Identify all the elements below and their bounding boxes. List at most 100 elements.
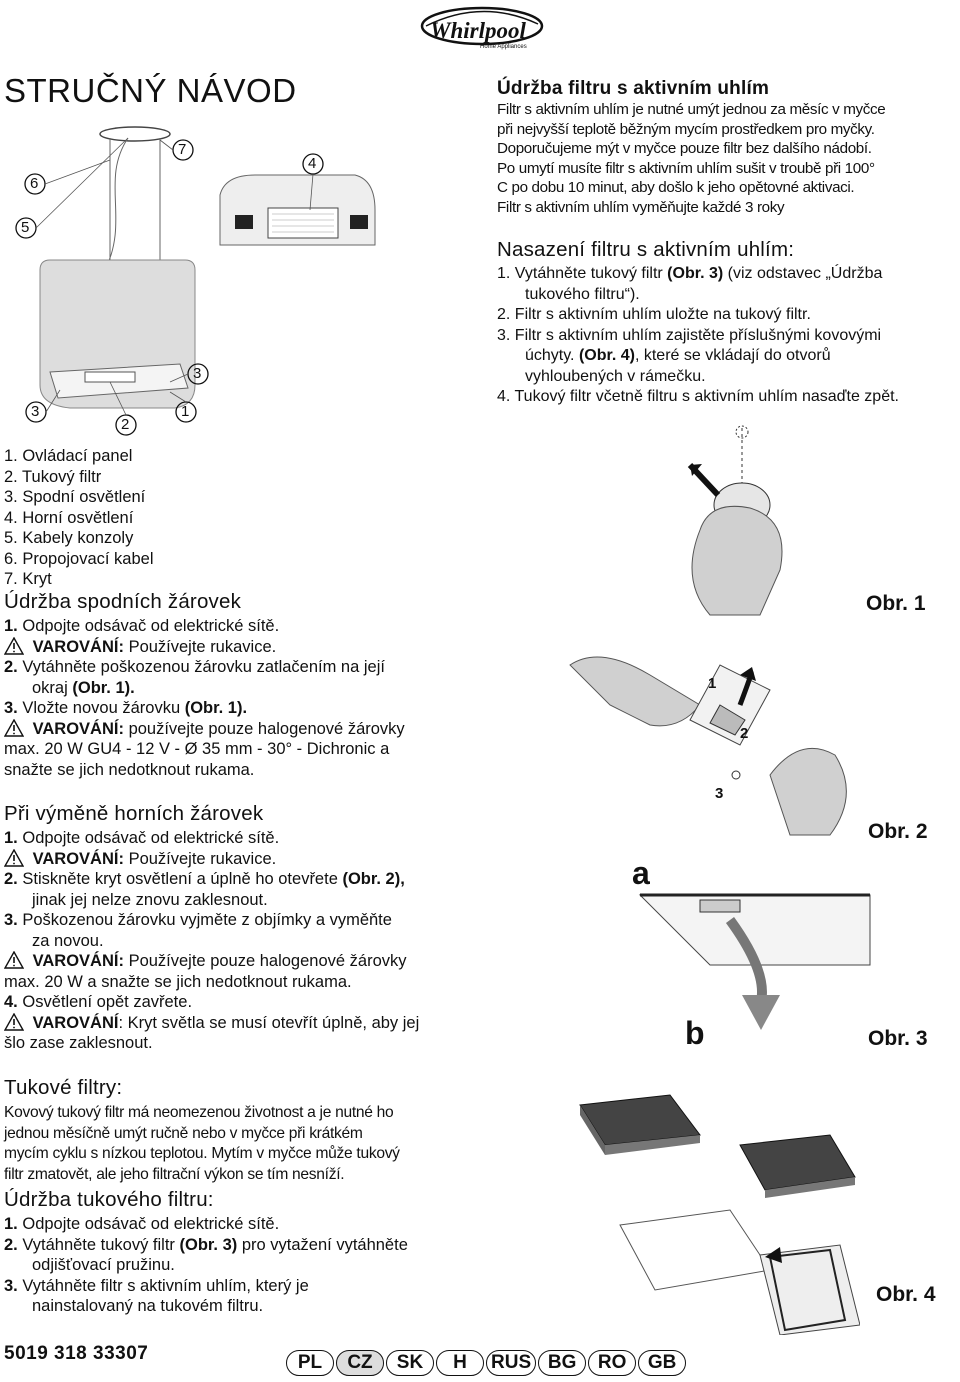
paragraph-line: Po umytí musíte filtr s aktivním uhlím s…: [497, 159, 875, 177]
paragraph-line: mycím cyklu s nízkou teplotou. Mytím v m…: [4, 1145, 400, 1162]
list-item: 5. Kabely konzoly: [4, 529, 134, 547]
parts-list: 1. Ovládací panel 2. Tukový filtr 3. Spo…: [4, 446, 154, 590]
step-text: Vytáhněte tukový filtr: [514, 265, 663, 282]
hood-illustration: [15, 126, 376, 436]
step-text: Stiskněte kryt osvětlení a úplně ho otev…: [22, 870, 338, 888]
language-badge-rus: RUS: [486, 1350, 537, 1376]
light-cover-illustration: [569, 656, 847, 836]
callout-4: 4: [308, 155, 317, 172]
warning-text: snažte se jich nedotknout rukama.: [4, 760, 255, 779]
figure-label: Obr. 2: [868, 820, 928, 843]
callout-2: 2: [121, 416, 130, 433]
language-badge-cz: CZ: [336, 1350, 384, 1376]
list-item: 2. Tukový filtr: [4, 467, 102, 486]
step-text: Vytáhněte tukový filtr: [22, 1235, 175, 1254]
section-heading: Při výměně horních žárovek: [4, 802, 264, 825]
warning-text: používejte pouze halogenové žárovky: [128, 719, 405, 738]
step-text: (viz odstavec „Údržba: [727, 265, 883, 282]
warning-text: Používejte rukavice.: [128, 637, 277, 656]
step-text: Osvětlení opět zavřete.: [22, 993, 193, 1011]
figure-1: [650, 420, 830, 620]
language-badge-pl: PL: [286, 1350, 334, 1376]
step-text: Filtr s aktivním uhlím uložte na tukový …: [514, 306, 811, 323]
document-code: 5019 318 33307: [4, 1343, 149, 1364]
figure-4: [560, 1085, 861, 1336]
whirlpool-swirl-icon: [420, 6, 544, 46]
step-text: Vytáhněte filtr s aktivním uhlím, který …: [22, 1276, 309, 1295]
list-item: 6. Propojovací kabel: [4, 549, 154, 568]
step-text: úchyty.: [525, 347, 575, 364]
paragraph-line: při nejvyšší teplotě běžným mycím prostř…: [497, 120, 875, 138]
figure-ref: (Obr. 3): [179, 1235, 238, 1254]
figure-ref: (Obr. 1).: [72, 678, 135, 697]
figure-ref: (Obr. 4): [578, 347, 635, 364]
step-text: odjišťovací pružinu.: [32, 1256, 175, 1274]
callout-3-left: 3: [31, 403, 40, 420]
language-badge-h: H: [436, 1350, 484, 1376]
figure-ref: (Obr. 2),: [342, 870, 405, 888]
warning-text: : Kryt světla se musí otevřít úplně, aby…: [118, 1013, 420, 1032]
warning-text: Používejte rukavice.: [128, 849, 277, 868]
list-item: 3. Spodní osvětlení: [4, 488, 146, 506]
section-grease-filters: Tukové filtry: Kovový tukový filtr má ne…: [4, 1076, 474, 1185]
figure-2: 1 2 3: [560, 645, 860, 845]
figure-3: a b: [620, 855, 880, 1055]
step-text: okraj: [32, 678, 68, 697]
callout-5: 5: [21, 219, 30, 236]
warning-text: Používejte pouze halogenové žárovky: [128, 952, 407, 970]
callout-6: 6: [30, 175, 39, 192]
warning-label: VAROVÁNÍ:: [32, 637, 124, 656]
language-badge-ro: RO: [588, 1350, 637, 1376]
step-text: Odpojte odsávač od elektrické sítě.: [22, 617, 280, 635]
step-text: nainstalovaný na tukovém filtru.: [32, 1297, 264, 1315]
warning-label: VAROVÁNÍ: [32, 1013, 119, 1032]
step-text: Tukový filtr včetně filtru s aktivním uh…: [514, 388, 900, 405]
warning-label: VAROVÁNÍ:: [32, 849, 124, 868]
fig3-label-b: b: [685, 1015, 705, 1051]
callout-3-right: 3: [193, 365, 202, 382]
step-text: tukového filtru“).: [525, 285, 640, 303]
brand-logo: Whirlpool Home Appliances: [418, 4, 546, 60]
figure-label: Obr. 3: [868, 1027, 928, 1050]
section-grease-maintenance: Údržba tukového filtru: 1. Odpojte odsáv…: [4, 1188, 474, 1317]
step-text: pro vytažení vytáhněte: [241, 1235, 408, 1254]
figure-label: Obr. 1: [866, 592, 926, 615]
list-item: 1. Ovládací panel: [4, 447, 133, 465]
list-item: 4. Horní osvětlení: [4, 508, 134, 527]
section-heading: Údržba spodních žárovek: [4, 590, 242, 613]
brand-tagline: Home Appliances: [480, 44, 527, 50]
section-heading: Nasazení filtru s aktivním uhlím:: [497, 238, 795, 261]
warning-label: VAROVÁNÍ:: [32, 952, 124, 970]
paragraph-line: filtr zmatovět, ale jeho filtrační výkon…: [4, 1165, 345, 1183]
paragraph-line: Filtr s aktivním uhlím je nutné umýt jed…: [497, 101, 886, 118]
step-text: Vytáhněte poškozenou žárovku zatlačením …: [22, 658, 385, 676]
language-badge-sk: SK: [386, 1350, 434, 1376]
language-badge-gb: GB: [638, 1350, 687, 1376]
paragraph-line: Filtr s aktivním uhlím vyměňujte každé 3…: [497, 198, 785, 216]
hood-diagram: 6 5 7 4 3 3 2 1: [10, 120, 390, 440]
section-heading: Tukové filtry:: [4, 1076, 123, 1099]
step-text: za novou.: [32, 931, 104, 950]
step-text: Odpojte odsávač od elektrické sítě.: [22, 829, 280, 847]
language-list: PL CZ SK H RUS BG RO GB: [286, 1350, 688, 1376]
fig2-callout-2: 2: [740, 725, 749, 742]
brand-name: Whirlpool: [430, 18, 526, 43]
section-lower-bulbs: Údržba spodních žárovek 1. Odpojte odsáv…: [4, 590, 474, 780]
paragraph-line: C po dobu 10 minut, aby došlo k jeho opě…: [497, 179, 855, 196]
section-heading: Údržba filtru s aktivním uhlím: [497, 78, 770, 99]
section-upper-bulbs: Při výměně horních žárovek 1. Odpojte od…: [4, 802, 474, 1054]
paragraph-line: Kovový tukový filtr má neomezenou životn…: [4, 1104, 394, 1121]
warning-label: VAROVÁNÍ:: [32, 719, 124, 738]
step-text: vyhloubených v rámečku.: [525, 367, 706, 385]
step-text: Filtr s aktivním uhlím zajistěte přísluš…: [514, 326, 882, 344]
figure-ref: (Obr. 3): [667, 265, 724, 282]
paragraph-line: jednou měsíčně umýt ručně nebo v myčce p…: [4, 1124, 363, 1142]
warning-text: max. 20 W GU4 - 12 V - Ø 35 mm - 30° - D…: [4, 740, 390, 758]
fig3-label-a: a: [632, 855, 650, 891]
fig2-callout-3: 3: [715, 785, 724, 802]
carbon-filter-fitting-illustration: [579, 1094, 861, 1336]
grease-filter-removal-illustration: [638, 893, 871, 1030]
list-item: 7. Kryt: [4, 570, 52, 588]
fig2-callout-1: 1: [708, 675, 717, 692]
page-title: STRUČNÝ NÁVOD: [4, 72, 297, 109]
